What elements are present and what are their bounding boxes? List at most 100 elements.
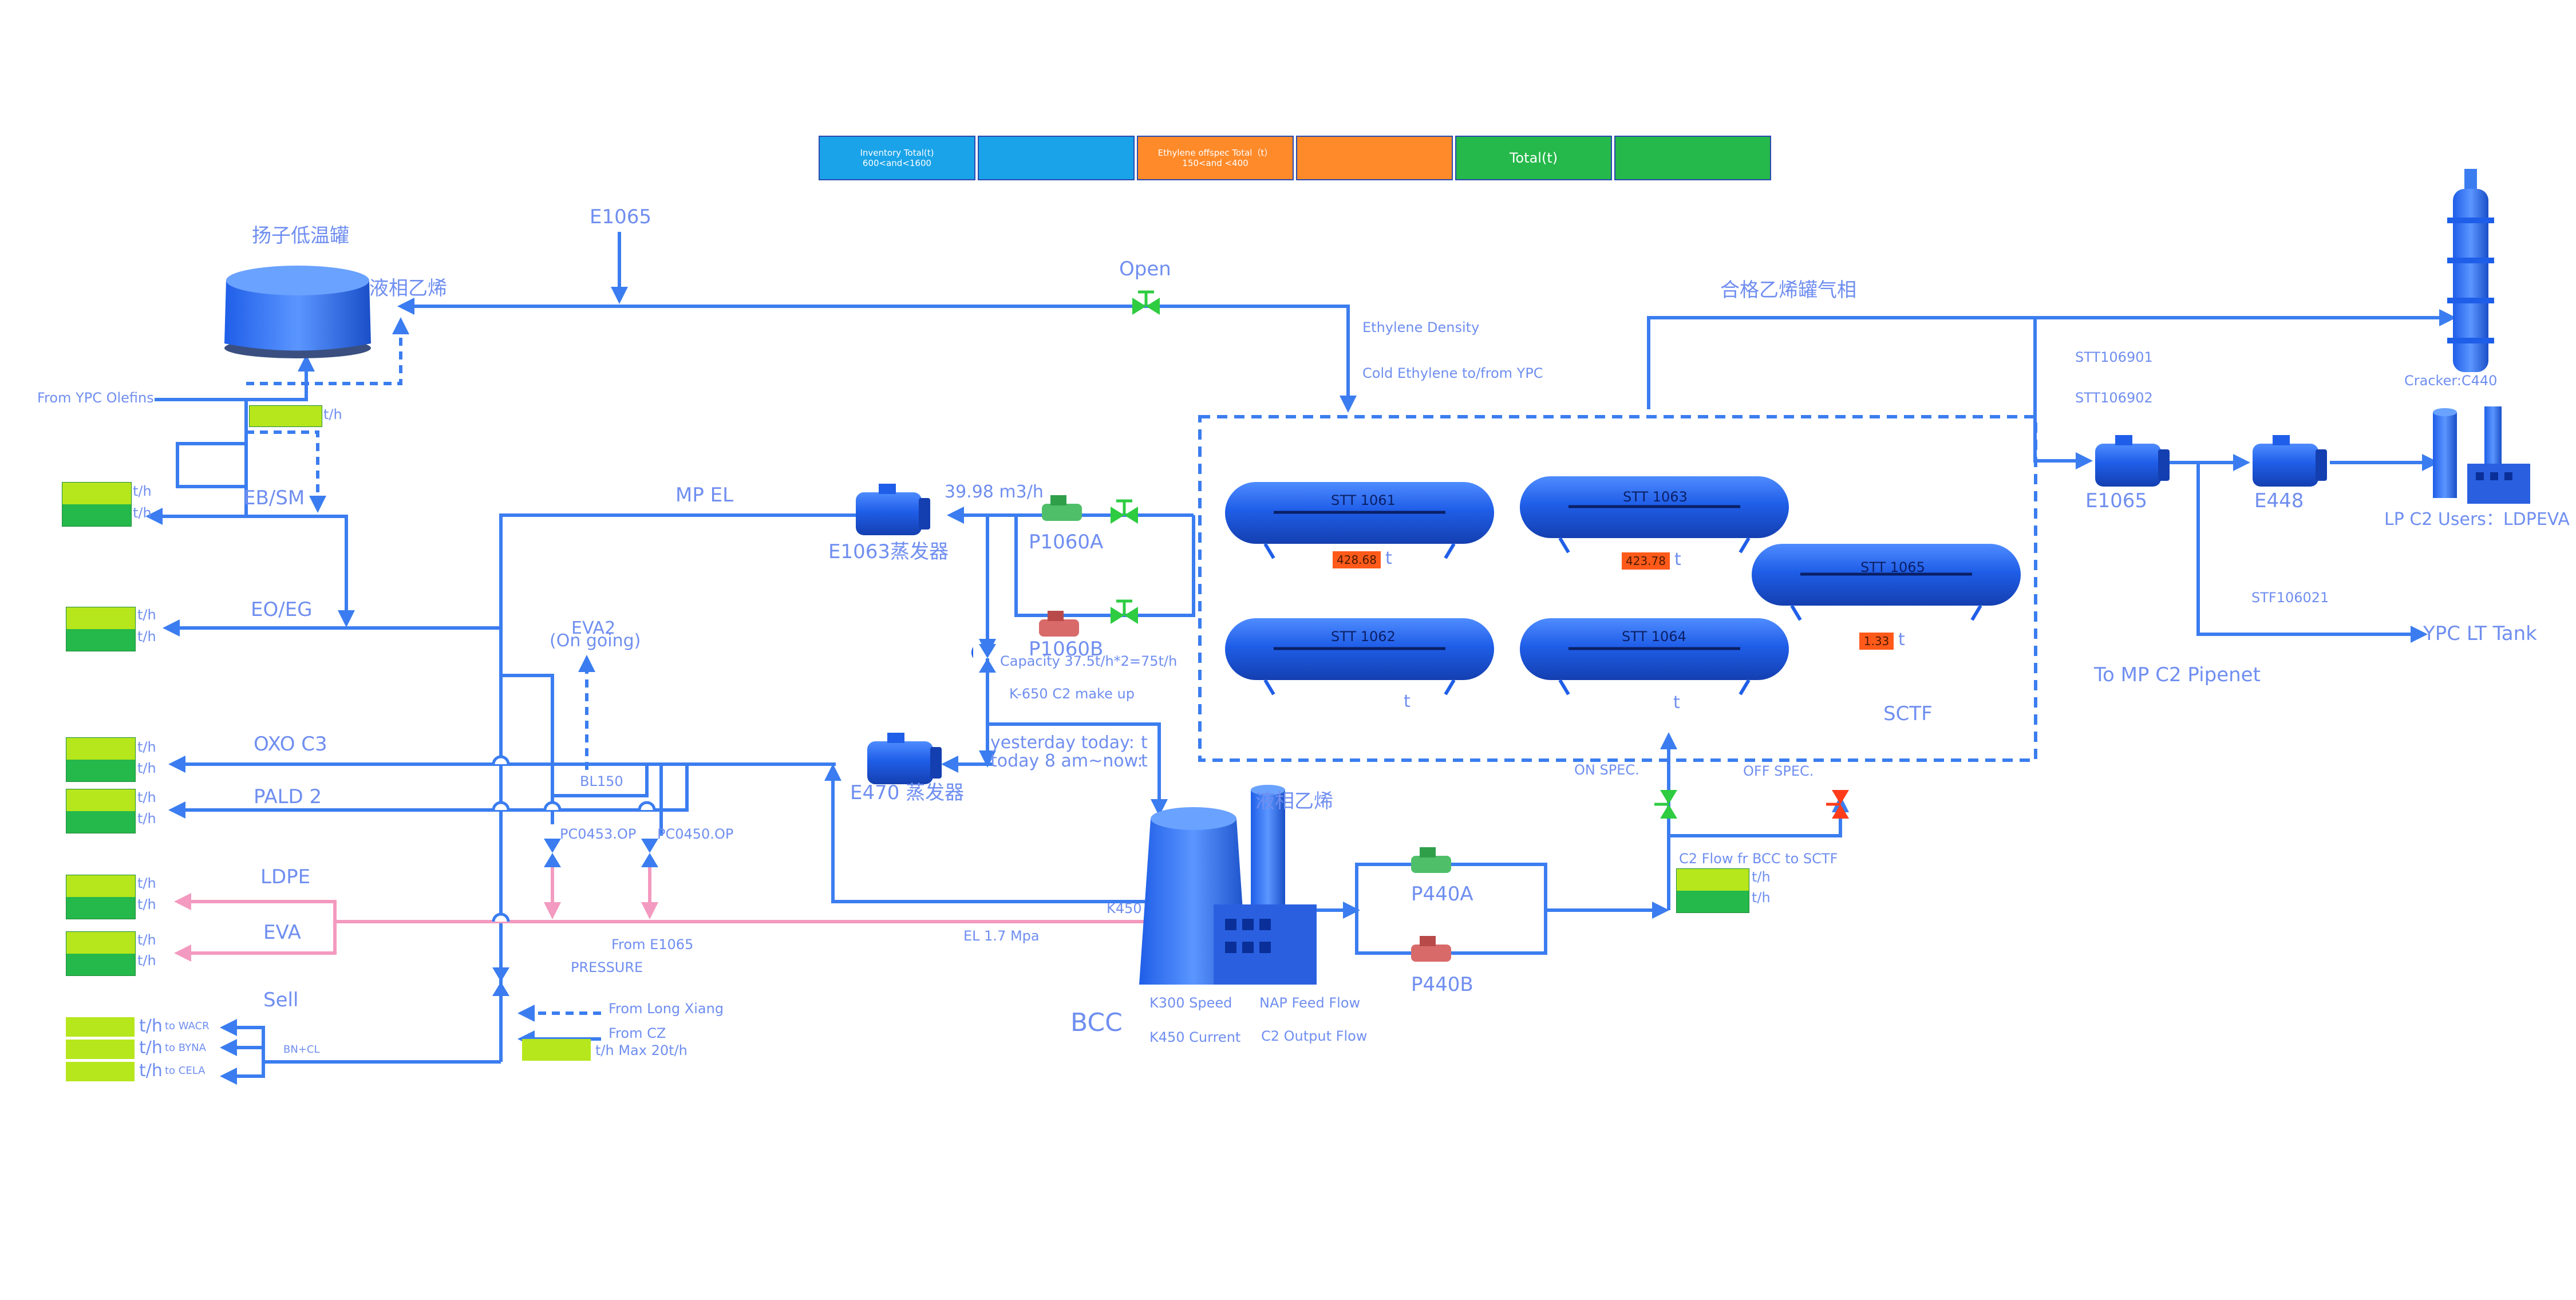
flow-indicator-pald2 xyxy=(66,789,136,833)
pipe-mp-el-branch xyxy=(501,674,554,824)
storage-tank-icon xyxy=(1752,544,2021,621)
flow-indicator-ypc xyxy=(249,405,322,427)
tank-stt1065-unit: t xyxy=(1898,630,1905,650)
legend-inventory-total: Inventory Total(t) 600<and<1600 xyxy=(819,136,975,180)
pipe-eb-sm-out xyxy=(145,487,248,525)
el-17-label: EL 1.7 Mpa xyxy=(963,928,1040,944)
valve-icon xyxy=(1111,599,1138,624)
heat-exchanger-icon xyxy=(2253,435,2327,487)
to-mp-c2-label: To MP C2 Pipenet xyxy=(2094,663,2261,686)
eva2-label: EVA2 xyxy=(571,618,616,638)
legend-offspec-value xyxy=(1296,136,1453,180)
p1060a-label: P1060A xyxy=(1029,531,1104,554)
pipe-dashed-return xyxy=(246,317,409,385)
from-ypc-olefins-label: From YPC Olefins xyxy=(37,390,154,406)
p440a-label: P440A xyxy=(1411,883,1473,906)
pipe-e470-bcc xyxy=(824,764,1145,903)
unit-th: t/h xyxy=(137,789,156,805)
today-label: today 8 am~now: xyxy=(990,751,1143,771)
stf106021-label: STF106021 xyxy=(2251,590,2329,606)
pipe-gas-out xyxy=(1647,309,2456,409)
legend-offspec-total: Ethylene offspec Total（t） 150<and <400 xyxy=(1137,136,1294,180)
pipe-pink-eva xyxy=(174,922,337,962)
storage-tank-icon xyxy=(1225,482,1494,559)
sctf-boundary xyxy=(1198,415,2037,762)
flow-indicator-wacr xyxy=(66,1017,135,1037)
e1063-label: E1063蒸发器 xyxy=(828,540,949,563)
pipe-ypc-lt xyxy=(2196,463,2428,643)
flow-indicator-cz xyxy=(522,1039,591,1061)
yangzi-tank-icon xyxy=(224,266,371,358)
on-spec-label: ON SPEC. xyxy=(1574,762,1639,778)
control-valve-icon xyxy=(971,644,996,673)
flow-indicator-ldpe xyxy=(66,875,136,919)
yangzi-tank-label: 扬子低温罐 xyxy=(252,224,349,247)
unit-th: t/h xyxy=(133,505,152,521)
legend-inventory-value xyxy=(978,136,1135,180)
to-wacr-label: to WACR xyxy=(165,1020,210,1032)
eva-label: EVA xyxy=(263,921,301,944)
pc0453-label: PC0453.OP xyxy=(560,826,637,842)
valve-icon xyxy=(1111,499,1138,524)
capacity-label: Capacity 37.5t/h*2=75t/h xyxy=(1000,653,1178,669)
lp-c2-users-plant-icon xyxy=(2433,406,2530,504)
pipe-mp-el xyxy=(499,513,859,1062)
pipe-to-e1065 xyxy=(2033,318,2093,469)
unit-th: t/h xyxy=(137,760,156,776)
flow-indicator-eo-eg xyxy=(66,607,136,651)
pipe-p440-loop xyxy=(1355,863,1547,955)
pump-icon xyxy=(1411,847,1451,873)
tank-stt1063-name: STT 1063 xyxy=(1623,489,1688,505)
k300-label: K300 Speed xyxy=(1149,995,1232,1011)
tank-stt1062-name: STT 1062 xyxy=(1331,629,1396,645)
unit-th: t/h xyxy=(1752,890,1771,906)
eb-sm-label: EB/SM xyxy=(243,487,305,509)
tank-stt1062-unit: t xyxy=(1404,692,1411,712)
tank-stt1063-unit: t xyxy=(1674,550,1681,570)
c2-output-label: C2 Output Flow xyxy=(1261,1028,1368,1044)
pald2-label: PALD 2 xyxy=(254,785,322,808)
unit-th: t/h xyxy=(137,739,156,755)
heat-exchanger-icon xyxy=(867,733,942,784)
legend-total-value xyxy=(1614,136,1771,180)
stt106902-label: STT106902 xyxy=(2075,390,2153,406)
pipe-sell-cela xyxy=(220,1062,265,1085)
liquid-ethylene-label: 液相乙烯 xyxy=(369,277,447,300)
legend-total: Total(t) xyxy=(1455,136,1612,180)
pipe-eb-sm-branch xyxy=(176,400,248,488)
yesterday-label: yesterday today: xyxy=(990,733,1135,753)
storage-tank-icon xyxy=(1520,476,1789,554)
e1065-right-label: E1065 xyxy=(2085,489,2148,512)
tank-stt1061-value: 428.68 xyxy=(1333,551,1381,568)
flow-indicator-eva xyxy=(66,931,136,976)
sell-label: Sell xyxy=(263,989,299,1011)
from-long-xiang-label: From Long Xiang xyxy=(609,1001,724,1017)
unit-th: t/h xyxy=(137,953,156,969)
valve-icon xyxy=(1654,790,1677,819)
ethylene-density-label: Ethylene Density xyxy=(1362,319,1480,335)
open-label: Open xyxy=(1119,258,1171,280)
oxo-c3-label: OXO C3 xyxy=(254,733,327,756)
ldpe-label: LDPE xyxy=(260,866,311,888)
pipe-sell-main xyxy=(220,1019,501,1064)
pressure-label: PRESSURE xyxy=(571,959,643,975)
qualified-gas-label: 合格乙烯罐气相 xyxy=(1720,279,1856,302)
pipe-to-sctf xyxy=(1145,305,1357,413)
from-e1065-label: From E1065 xyxy=(611,937,694,953)
pc0450-label: PC0450.OP xyxy=(657,826,734,842)
eo-eg-label: EO/EG xyxy=(251,598,313,621)
e1065-top-label: E1065 xyxy=(590,206,652,228)
pump-icon xyxy=(1411,936,1451,962)
flow-indicator-byna xyxy=(66,1040,135,1059)
cracker-column-icon xyxy=(2447,169,2494,372)
storage-tank-icon xyxy=(1520,618,1789,696)
pipe-pc-branches xyxy=(552,764,663,836)
unit-th: t/h xyxy=(139,1016,163,1036)
unit-th: t/h xyxy=(133,483,152,499)
p1060b-label: P1060B xyxy=(1029,638,1104,661)
c2-flow-label: C2 Flow fr BCC to SCTF xyxy=(1679,851,1838,867)
unit-th: t/h xyxy=(137,607,156,623)
pump-icon xyxy=(1039,611,1079,637)
unit-th: t/h xyxy=(137,629,156,645)
